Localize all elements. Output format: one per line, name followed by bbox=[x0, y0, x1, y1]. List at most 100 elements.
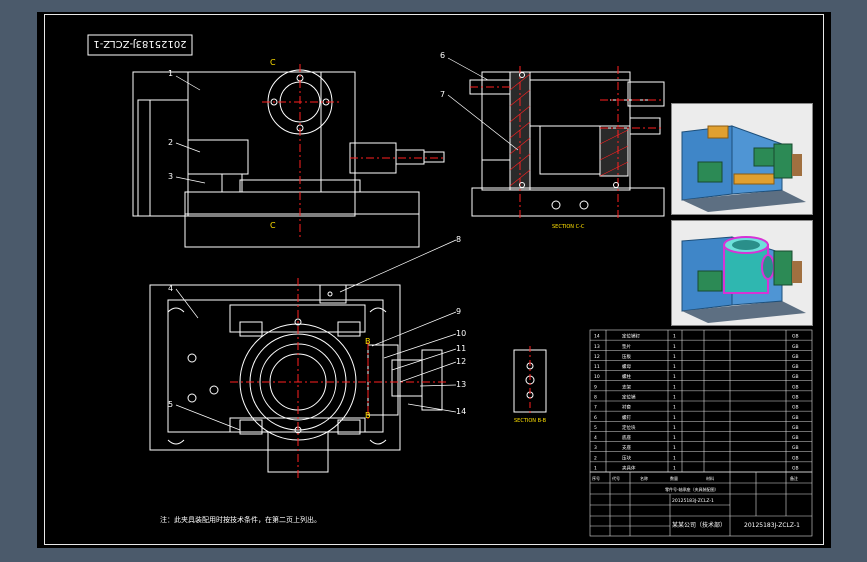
bom-cell-name: 定位销 bbox=[622, 394, 636, 401]
callout-9: 9 bbox=[456, 307, 461, 316]
bom-cell-no: 12 bbox=[594, 354, 600, 360]
header-remark: 备注 bbox=[790, 475, 798, 481]
bom-cell-name: 螺柱 bbox=[622, 373, 631, 380]
bom-cell-no: 4 bbox=[594, 435, 597, 441]
bom-cell-qty: 1 bbox=[673, 425, 676, 431]
bom-cell-name: 定位块 bbox=[622, 424, 636, 431]
bom-cell-no: 7 bbox=[594, 405, 597, 411]
bom-cell-std: GB bbox=[792, 354, 799, 360]
bom-cell-std: GB bbox=[792, 435, 799, 441]
title-block-drawing-number: 20125183J-ZCLZ-1 bbox=[744, 522, 800, 529]
bom-cell-qty: 1 bbox=[673, 405, 676, 411]
bom-cell-name: 压块 bbox=[622, 454, 631, 461]
callout-12: 12 bbox=[456, 357, 466, 366]
bom-cell-no: 6 bbox=[594, 415, 597, 421]
cut-letter-c-top: C bbox=[270, 58, 276, 67]
bom-cell-name: 定位销钉 bbox=[622, 333, 640, 340]
cut-letter-c-bottom: C bbox=[270, 221, 276, 230]
bom-cell-qty: 1 bbox=[673, 415, 676, 421]
section-c-view bbox=[469, 71, 665, 217]
callout-14: 14 bbox=[456, 407, 466, 416]
header-qty: 数量 bbox=[670, 475, 678, 481]
title-block-subtitle: 零件号-轴承座（夹具装配图） bbox=[665, 486, 718, 492]
callout-4: 4 bbox=[168, 284, 173, 293]
bom-cell-qty: 1 bbox=[673, 445, 676, 451]
bom-cell-std: GB bbox=[792, 364, 799, 370]
bom-cell-qty: 1 bbox=[673, 374, 676, 380]
bom-cell-no: 3 bbox=[594, 445, 597, 451]
bom-cell-qty: 1 bbox=[673, 384, 676, 390]
drawing-number-text: 20125183J-ZCLZ-1 bbox=[93, 38, 186, 49]
title-block-company: 某某公司（技术部） bbox=[672, 521, 726, 529]
bom-cell-std: GB bbox=[792, 334, 799, 340]
bom-cell-no: 11 bbox=[594, 364, 600, 370]
bom-cell-qty: 1 bbox=[673, 334, 676, 340]
bom-cell-qty: 1 bbox=[673, 354, 676, 360]
section-c-label: SECTION C-C bbox=[552, 224, 585, 230]
top-view-centerlines bbox=[230, 278, 448, 480]
bom-cell-name: 衬套 bbox=[622, 404, 631, 411]
bom-cell-qty: 1 bbox=[673, 466, 676, 472]
header-code: 代号 bbox=[612, 475, 620, 481]
bom-cell-name: 压板 bbox=[622, 353, 631, 360]
callout-13: 13 bbox=[456, 380, 466, 389]
section-b-label: SECTION B-B bbox=[514, 418, 547, 424]
bom-cell-name: 垫片 bbox=[622, 343, 631, 350]
callout-3: 3 bbox=[168, 172, 173, 181]
bom-cell-name: 螺母 bbox=[622, 363, 631, 370]
bom-cell-no: 14 bbox=[594, 334, 600, 340]
callout-numbers: 1 2 3 4 5 6 7 8 9 10 11 12 13 14 bbox=[168, 51, 466, 416]
bom-cell-std: GB bbox=[792, 425, 799, 431]
bom-cell-qty: 1 bbox=[673, 435, 676, 441]
callout-11: 11 bbox=[456, 344, 466, 353]
bom-cell-no: 9 bbox=[594, 384, 597, 390]
bom-cell-name: 底座 bbox=[622, 434, 631, 441]
header-no: 序号 bbox=[592, 475, 600, 481]
callout-7: 7 bbox=[440, 90, 445, 99]
bom-cell-no: 8 bbox=[594, 395, 597, 401]
callout-2: 2 bbox=[168, 138, 173, 147]
bom-cell-qty: 1 bbox=[673, 395, 676, 401]
bom-cell-std: GB bbox=[792, 445, 799, 451]
header-name: 名称 bbox=[640, 475, 648, 481]
bom-cell-qty: 1 bbox=[673, 344, 676, 350]
callout-6: 6 bbox=[440, 51, 445, 60]
cut-letter-b-top: B bbox=[365, 337, 371, 346]
drawing-number-box: 20125183J-ZCLZ-1 bbox=[87, 34, 193, 56]
bom-cell-std: GB bbox=[792, 344, 799, 350]
render-3d-fixture bbox=[671, 103, 813, 215]
front-view-centerlines bbox=[262, 64, 446, 240]
header-material: 材料 bbox=[706, 475, 714, 481]
bom-cell-no: 13 bbox=[594, 344, 600, 350]
callout-leaders bbox=[175, 57, 519, 431]
front-view bbox=[132, 69, 445, 248]
drawing-frame bbox=[44, 14, 824, 545]
title-block bbox=[589, 471, 813, 537]
bom-cell-no: 10 bbox=[594, 374, 600, 380]
section-c-holes bbox=[519, 72, 619, 210]
technical-note: 注：此夹具装配用时按技术条件，在第二页上列出。 bbox=[160, 515, 321, 524]
bom-cell-qty: 1 bbox=[673, 455, 676, 461]
section-c-centerlines bbox=[470, 66, 664, 218]
bom-cell-std: GB bbox=[792, 384, 799, 390]
callout-8: 8 bbox=[456, 235, 461, 244]
bom-cell-no: 2 bbox=[594, 455, 597, 461]
top-view bbox=[149, 284, 443, 473]
title-block-drawing-no-small: 20125183J-ZCLZ-1 bbox=[672, 498, 714, 504]
callout-5: 5 bbox=[168, 400, 173, 409]
bom-cell-std: GB bbox=[792, 466, 799, 472]
bom-cell-name: 夹具体 bbox=[622, 465, 636, 472]
bom-cell-std: GB bbox=[792, 415, 799, 421]
bom-cell-std: GB bbox=[792, 374, 799, 380]
render-3d-fixture-with-workpiece bbox=[671, 220, 813, 326]
bom-cell-no: 1 bbox=[594, 466, 597, 472]
bom-cell-name: 螺钉 bbox=[622, 414, 631, 421]
callout-10: 10 bbox=[456, 329, 466, 338]
bom-cell-std: GB bbox=[792, 395, 799, 401]
title-block-headers: 序号 代号 名称 数量 材料 备注 bbox=[592, 475, 798, 481]
bom-cell-qty: 1 bbox=[673, 364, 676, 370]
bom-cell-std: GB bbox=[792, 405, 799, 411]
bom-cell-name: 支架 bbox=[622, 383, 631, 390]
